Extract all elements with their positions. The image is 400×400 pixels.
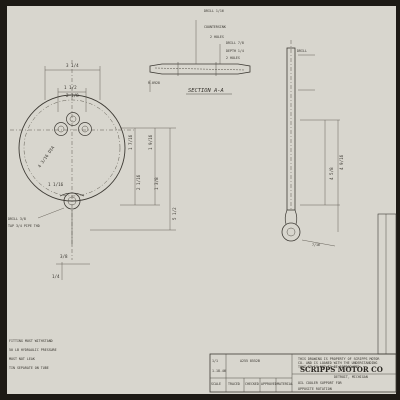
drawing-date: 1-18-46 bbox=[212, 369, 226, 373]
side-plate bbox=[286, 47, 296, 211]
boss-top-hole bbox=[69, 115, 77, 123]
section-plate bbox=[149, 63, 251, 75]
stamp-line: CO. AND IS LOANED WITH THE UNDERSTANDING bbox=[298, 361, 377, 365]
note-line: MUST NOT LEAK bbox=[9, 357, 35, 361]
side-note: DRILL bbox=[297, 49, 307, 53]
boss-right-hole bbox=[81, 125, 89, 133]
dim-label: 3 1/4 bbox=[66, 63, 79, 68]
side-lug bbox=[281, 222, 301, 242]
bottom-note: TAP 3/4 PIPE THD bbox=[8, 224, 40, 228]
stamp-line: THIS DRAWING IS PROPERTY OF SCRIPPS MOTO… bbox=[298, 357, 379, 361]
dim-label: 1 7/16 bbox=[128, 134, 133, 150]
scale-value: 1/1 bbox=[212, 359, 218, 363]
note-line: FITTING MUST WITHSTAND bbox=[9, 339, 53, 343]
boss-top bbox=[66, 112, 80, 126]
section-title: SECTION A-A bbox=[188, 88, 224, 94]
part-title: OIL COOLER SUPPORT FOR bbox=[298, 381, 342, 385]
section-note: 2 HOLES bbox=[226, 56, 240, 60]
stamp-line: THAT IT IS NOT TO BE REPRODUCED bbox=[298, 365, 360, 369]
part-title: OPPOSITE ROTATION bbox=[298, 387, 332, 391]
boss-right bbox=[78, 122, 92, 136]
bottom-note: DRILL 3/8 bbox=[8, 217, 26, 221]
section-view: DRILL 1/16 COUNTERSINK 2 HOLES DRILL 7/8… bbox=[148, 9, 251, 95]
company-sub: DETROIT, MICHIGAN bbox=[334, 375, 368, 379]
section-note: DRILL 7/8 bbox=[226, 41, 244, 45]
side-lug-hole bbox=[286, 227, 296, 237]
column-header: APPROVED bbox=[261, 382, 277, 386]
dim-label: 1 9/16 bbox=[148, 134, 153, 150]
company-name: SCRIPPS MOTOR CO bbox=[300, 365, 383, 374]
dim-label: 4 9/16 bbox=[339, 154, 344, 170]
column-header: TRACED bbox=[228, 382, 240, 386]
front-view bbox=[10, 60, 135, 260]
side-view: DRILL 4 5/8 4 9/16 7/16 bbox=[281, 40, 344, 247]
boss-left bbox=[54, 122, 68, 136]
radius-note: R.0928 bbox=[148, 81, 160, 85]
drawing-number: A255 8552B bbox=[240, 359, 260, 363]
dim-label: 1 1/16 bbox=[48, 182, 64, 187]
dim-label: 2 1/8 bbox=[66, 93, 79, 98]
dim-label: 7/16 bbox=[312, 243, 320, 247]
front-view-dimensions bbox=[37, 66, 176, 280]
section-note: DRILL 1/16 bbox=[204, 9, 224, 13]
dim-label: 1 1/2 bbox=[64, 85, 77, 90]
column-header: SCALE bbox=[211, 382, 221, 386]
dim-label: 2 1/16 bbox=[136, 174, 141, 190]
bottom-lug-hole bbox=[67, 196, 77, 206]
general-notes: FITTING MUST WITHSTAND 50 LB HYDRAULIC P… bbox=[9, 339, 57, 370]
dim-label: 1/4 bbox=[52, 274, 60, 279]
section-note: DEPTH 1/4 bbox=[226, 49, 244, 53]
dim-label: 5 1/2 bbox=[172, 207, 177, 220]
bottom-lug bbox=[63, 192, 81, 210]
boss-left-hole bbox=[57, 125, 65, 133]
title-block: THIS DRAWING IS PROPERTY OF SCRIPPS MOTO… bbox=[209, 353, 397, 393]
section-note: COUNTERSINK bbox=[204, 25, 226, 29]
dim-label: 4 5/8 bbox=[329, 167, 334, 180]
dim-label: 3/8 bbox=[60, 254, 68, 259]
column-header: MATERIAL bbox=[277, 382, 293, 386]
section-note: 2 HOLES bbox=[210, 35, 224, 39]
note-line: 50 LB HYDRAULIC PRESSURE bbox=[9, 348, 57, 352]
note-line: TIN SEPARATE ON TUBE bbox=[9, 366, 49, 370]
column-header: CHECKED bbox=[245, 382, 259, 386]
dim-label: 1 3/8 bbox=[154, 177, 159, 190]
